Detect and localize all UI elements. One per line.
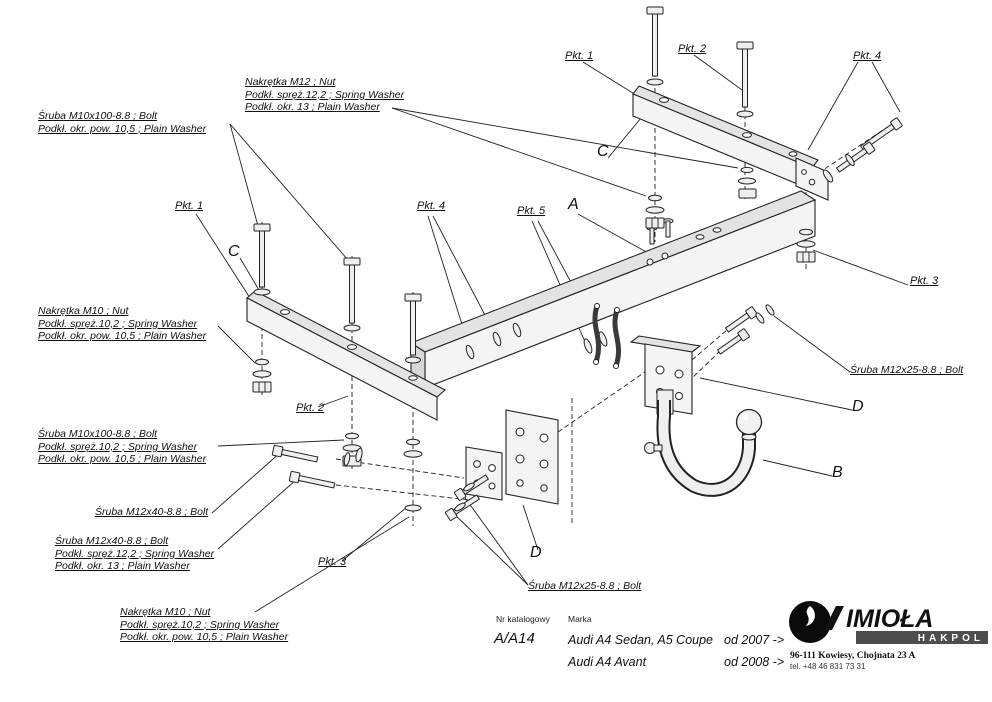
callout-bolt-m10-spring: Śruba M10x100-8.8 ; Bolt Podkł. spręż.10… bbox=[38, 428, 206, 466]
callout-bolt-m12x40-full: Śruba M12x40-8.8 ; Bolt Podkł. spręż.12,… bbox=[55, 535, 214, 573]
right-m12x25-bolts bbox=[716, 304, 775, 355]
model-1: Audi A4 Sedan, A5 Coupe bbox=[568, 633, 714, 647]
logo-sub: HAKPOL bbox=[918, 633, 984, 644]
top-crossmember bbox=[632, 85, 829, 201]
beam-washers bbox=[465, 322, 608, 360]
beam-straps bbox=[592, 303, 622, 369]
callout-line: Śruba M12x25-8.8 ; Bolt bbox=[850, 364, 964, 376]
company-logo: IMIOŁA HAKPOL 96-111 Kowiesy, Chojnata 2… bbox=[786, 596, 992, 685]
callout-nut-m12: Nakrętka M12 ; Nut Podkł. spręż.12,2 ; S… bbox=[245, 76, 404, 114]
callout-nut-m10-left: Nakrętka M10 ; Nut Podkł. spręż.10,2 ; S… bbox=[38, 305, 206, 343]
left-crossmember bbox=[246, 290, 446, 421]
callout-line: Podkł. spręż.10,2 ; Spring Washer bbox=[38, 317, 198, 330]
towball bbox=[644, 389, 763, 497]
top-right-angled-bolts bbox=[822, 117, 903, 183]
callout-line: Śruba M12x25-8.8 ; Bolt bbox=[528, 580, 642, 592]
part-letter-b: B bbox=[832, 464, 843, 481]
brand-label: Marka bbox=[568, 614, 592, 624]
logo-address: 96-111 Kowiesy, Chojnata 23 A bbox=[790, 651, 915, 661]
point-label-2-top: Pkt. 2 bbox=[678, 43, 707, 55]
model-2: Audi A4 Avant bbox=[568, 655, 647, 669]
callout-line: Podkł. spręż.12,2 ; Spring Washer bbox=[55, 547, 215, 560]
bottom-m12x25-bolts bbox=[444, 474, 490, 521]
point-label-4-top: Pkt. 4 bbox=[853, 50, 882, 62]
point-label-1-top: Pkt. 1 bbox=[565, 50, 594, 62]
top-nut-stacks bbox=[645, 166, 816, 263]
callout-line: Podkł. okr. 13 ; Plain Washer bbox=[55, 560, 190, 573]
point-label-2-left: Pkt. 2 bbox=[296, 402, 325, 414]
company-logo-graphic: IMIOŁA HAKPOL 96-111 Kowiesy, Chojnata 2… bbox=[789, 601, 988, 671]
callout-bolt-m12x25-right: Śruba M12x25-8.8 ; Bolt bbox=[850, 364, 963, 377]
point-label-5-mid: Pkt. 5 bbox=[517, 205, 546, 217]
callout-line: Podkł. spręż.10,2 ; Spring Washer bbox=[120, 618, 280, 631]
logo-band bbox=[856, 631, 988, 644]
callout-line: Śruba M10x100-8.8 ; Bolt bbox=[38, 110, 158, 122]
part-letter-a: A bbox=[568, 196, 579, 213]
callout-line: Śruba M10x100-8.8 ; Bolt bbox=[38, 428, 158, 440]
callout-nut-m10-bottom: Nakrętka M10 ; Nut Podkł. spręż.10,2 ; S… bbox=[120, 606, 288, 644]
callout-line: Podkł. okr. 13 ; Plain Washer bbox=[245, 101, 380, 114]
part-letter-c-left: C bbox=[228, 243, 240, 260]
left-bolts bbox=[253, 223, 422, 364]
callout-line: Nakrętka M10 ; Nut bbox=[120, 606, 211, 618]
callout-line: Nakrętka M12 ; Nut bbox=[245, 76, 336, 88]
m12x40-bolts bbox=[271, 444, 363, 489]
callout-line: Nakrętka M10 ; Nut bbox=[38, 305, 129, 317]
callout-line: Podkł. okr. pow. 10,5 ; Plain Washer bbox=[38, 330, 207, 343]
logo-name: IMIOŁA bbox=[846, 605, 934, 633]
model-1-year: od 2007 -> bbox=[724, 633, 785, 647]
point-label-4-mid: Pkt. 4 bbox=[417, 200, 446, 212]
callout-line: Podkł. spręż.12,2 ; Spring Washer bbox=[245, 88, 405, 101]
part-letter-c-top: C bbox=[597, 143, 609, 160]
callout-bolt-m10-plain: Śruba M10x100-8.8 ; Bolt Podkł. okr. pow… bbox=[38, 110, 206, 135]
logo-stripe bbox=[824, 606, 844, 630]
leader-lines bbox=[195, 54, 909, 613]
point-label-1-left: Pkt. 1 bbox=[175, 200, 204, 212]
logo-phone: tel. +48 46 831 73 31 bbox=[790, 662, 866, 671]
callout-bolt-m12x25-bottom: Śruba M12x25-8.8 ; Bolt bbox=[528, 580, 641, 593]
mounting-plate-small bbox=[465, 446, 503, 501]
callout-line: Podkł. okr. pow. 10,5 ; Plain Washer bbox=[38, 453, 207, 466]
catalog-number-label: Nr katalogowy bbox=[496, 614, 550, 624]
callout-line: Śruba M12x40-8.8 ; Bolt bbox=[55, 535, 169, 547]
point-label-3-bottom: Pkt. 3 bbox=[318, 556, 347, 568]
catalog-number: A/A14 bbox=[494, 630, 535, 647]
mounting-plate-large bbox=[505, 409, 559, 505]
callout-line: Podkł. okr. pow. 10,5 ; Plain Washer bbox=[38, 122, 207, 135]
model-2-year: od 2008 -> bbox=[724, 655, 785, 669]
callout-line: Podkł. okr. pow. 10,5 ; Plain Washer bbox=[120, 631, 289, 644]
part-letter-d-bottom: D bbox=[530, 544, 542, 561]
point-label-3-right: Pkt. 3 bbox=[910, 275, 939, 287]
callout-bolt-m12x40: Śruba M12x40-8.8 ; Bolt bbox=[95, 506, 208, 519]
logo-flame-icon bbox=[806, 606, 815, 626]
part-letter-d-right: D bbox=[852, 398, 864, 415]
top-bolts bbox=[646, 6, 754, 118]
callout-line: Podkł. spręż.10,2 ; Spring Washer bbox=[38, 440, 198, 453]
callout-line: Śruba M12x40-8.8 ; Bolt bbox=[95, 506, 209, 518]
